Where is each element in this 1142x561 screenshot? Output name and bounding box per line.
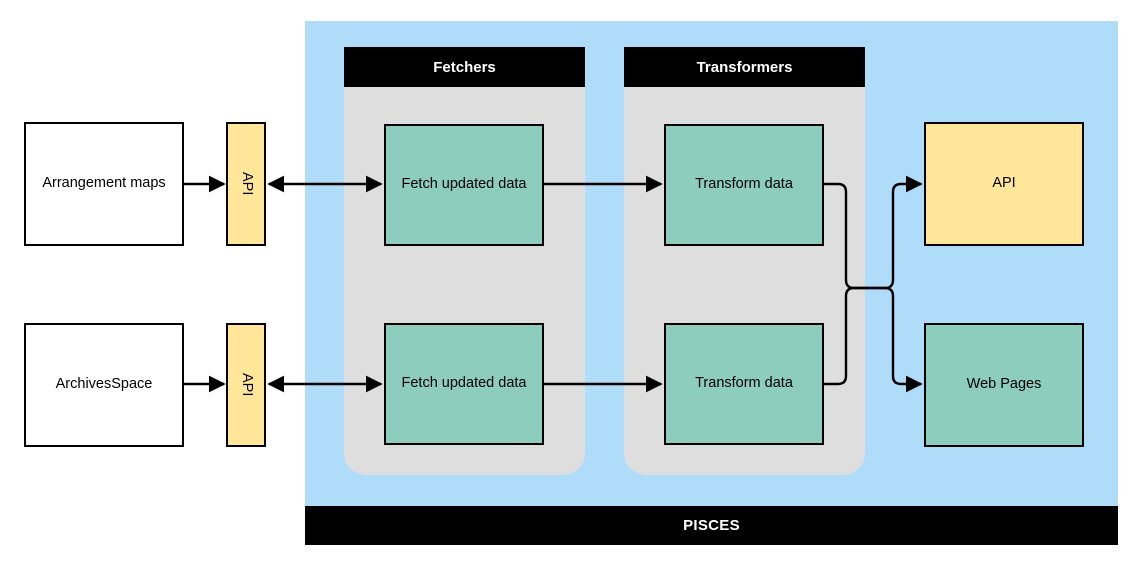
fetcher-node-bottom[interactable]: Fetch updated data <box>384 323 544 445</box>
group-transformers-header: Transformers <box>624 47 865 87</box>
source-box-arrangement-maps[interactable]: Arrangement maps <box>24 122 184 246</box>
source-box-archivesspace[interactable]: ArchivesSpace <box>24 323 184 447</box>
source-api-label-arrangement-maps: API <box>238 172 255 196</box>
transformer-label-top: Transform data <box>695 176 793 193</box>
source-api-box-archivesspace[interactable]: API <box>226 323 266 447</box>
group-fetchers-label: Fetchers <box>433 58 496 76</box>
transformer-label-bottom: Transform data <box>695 375 793 392</box>
fetcher-node-top[interactable]: Fetch updated data <box>384 124 544 246</box>
output-node-web-pages[interactable]: Web Pages <box>924 323 1084 447</box>
fetcher-label-bottom: Fetch updated data <box>401 375 527 392</box>
pisces-footer-label: PISCES <box>683 517 740 534</box>
transformer-node-bottom[interactable]: Transform data <box>664 323 824 445</box>
transformer-node-top[interactable]: Transform data <box>664 124 824 246</box>
fetcher-label-top: Fetch updated data <box>401 176 527 193</box>
output-label-web-pages: Web Pages <box>966 376 1042 393</box>
group-transformers-label: Transformers <box>696 58 793 76</box>
source-api-box-arrangement-maps[interactable]: API <box>226 122 266 246</box>
group-fetchers-header: Fetchers <box>344 47 585 87</box>
source-api-label-archivesspace: API <box>238 373 255 397</box>
source-label-arrangement-maps: Arrangement maps <box>42 175 166 192</box>
pisces-footer-bar: PISCES <box>305 506 1118 545</box>
output-label-api: API <box>992 175 1016 192</box>
source-label-archivesspace: ArchivesSpace <box>55 376 153 393</box>
output-node-api[interactable]: API <box>924 122 1084 246</box>
